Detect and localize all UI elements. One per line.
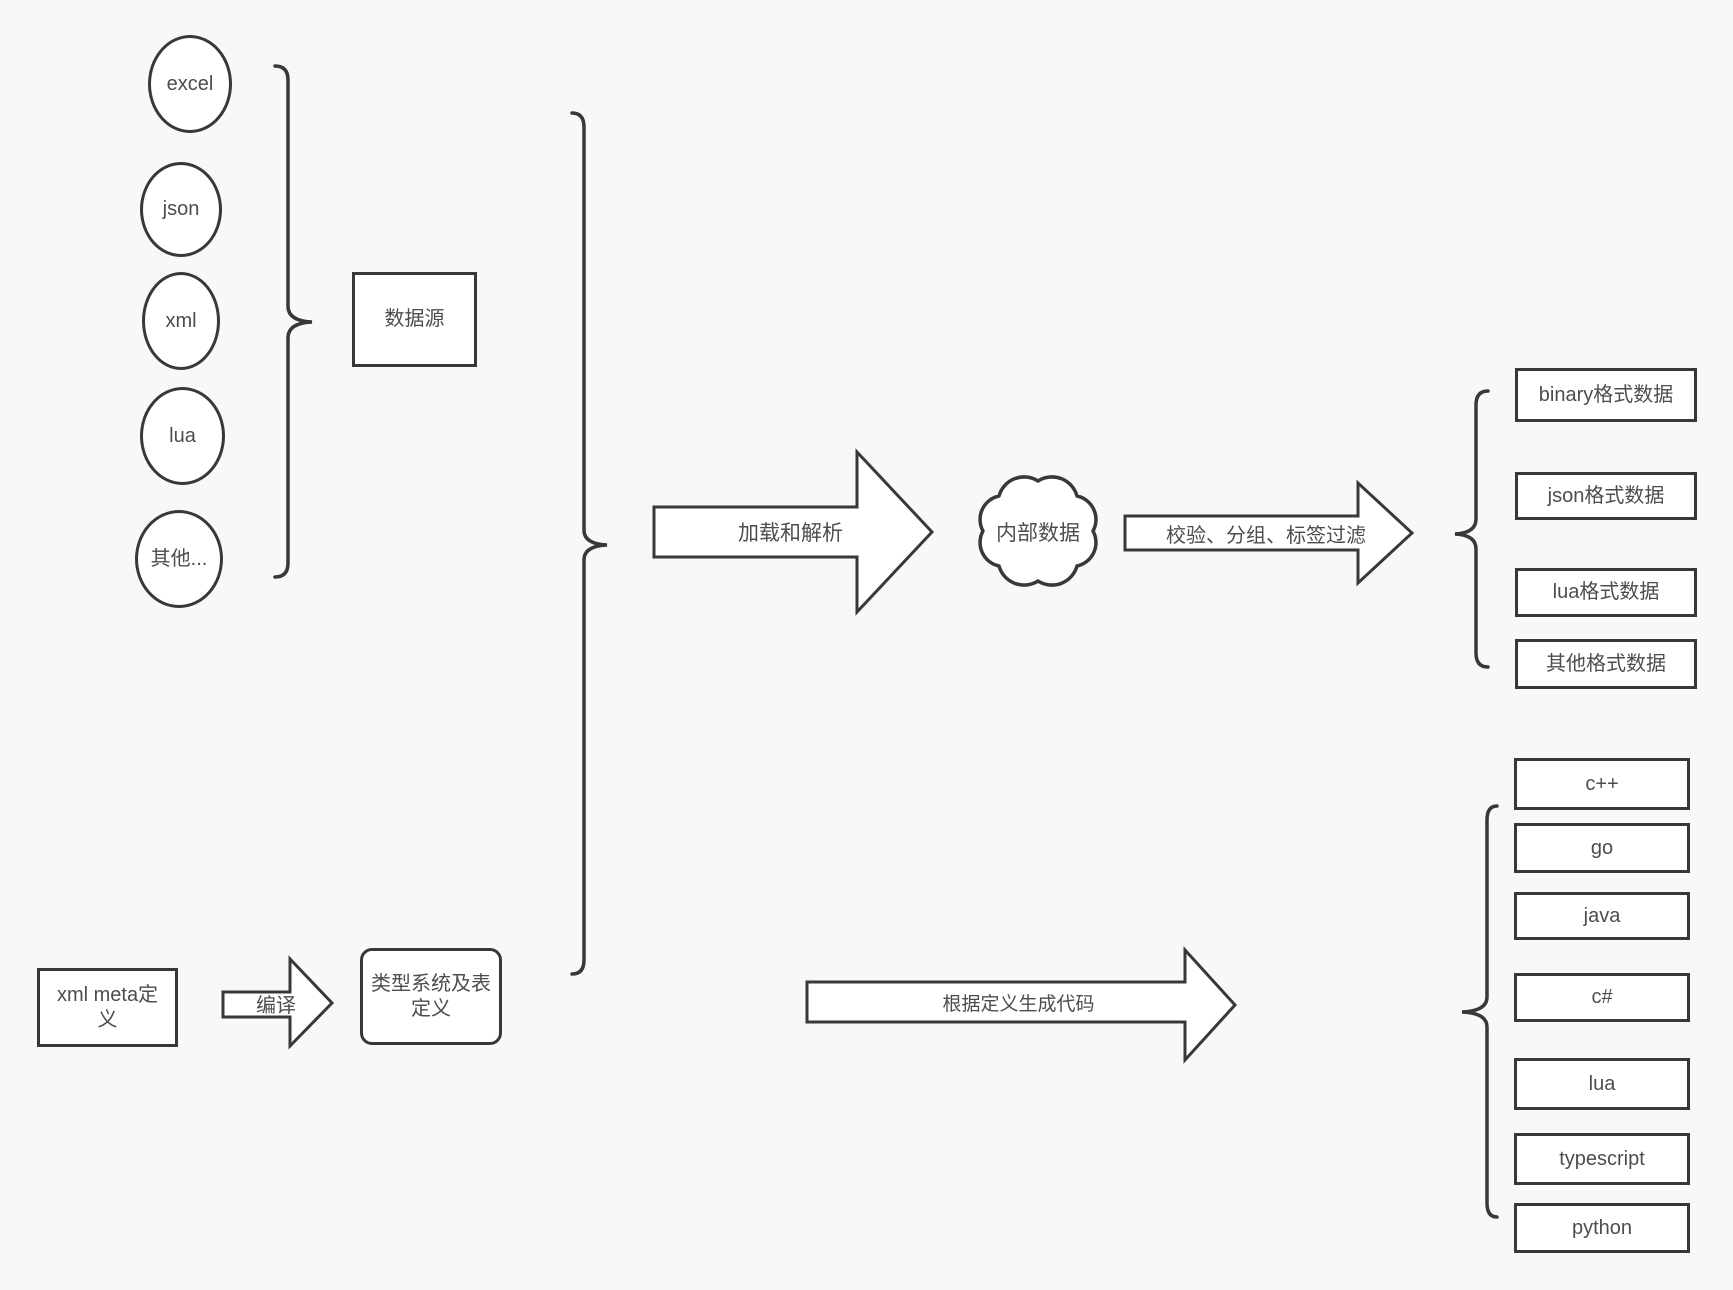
language-outputs-brace — [1461, 804, 1499, 1219]
language-box-label: lua — [1588, 1072, 1616, 1095]
language-box-label: python — [1571, 1216, 1633, 1239]
source-node-excel: excel — [148, 35, 232, 133]
source-node-json: json — [140, 162, 222, 257]
source-node-lua: lua — [140, 387, 225, 485]
load-parse-arrow-label: 加载和解析 — [738, 522, 843, 545]
language-box-cpp: c++ — [1514, 758, 1690, 810]
internal-data-cloud — [978, 475, 1098, 587]
inputs-group-brace — [570, 111, 608, 976]
format-box-binary: binary格式数据 — [1515, 368, 1697, 422]
type-system-box: 类型系统及表定义 — [360, 948, 502, 1045]
language-box-label: typescript — [1559, 1147, 1645, 1170]
language-box-label: c++ — [1585, 772, 1619, 795]
xml-meta-definition-box: xml meta定义 — [37, 968, 178, 1047]
load-parse-arrow — [652, 448, 935, 616]
filter-arrow-label: 校验、分组、标签过滤 — [1166, 524, 1366, 547]
language-box-label: go — [1590, 836, 1614, 859]
format-box-label: lua格式数据 — [1552, 581, 1660, 603]
format-outputs-brace — [1454, 389, 1490, 669]
sources-group-brace — [273, 64, 313, 579]
generate-code-arrow — [805, 946, 1238, 1064]
generate-code-arrow-label: 根据定义生成代码 — [942, 993, 1095, 1015]
language-box-label: c# — [1591, 986, 1613, 1008]
compile-arrow-label: 编译 — [256, 994, 296, 1017]
language-box-typescript: typescript — [1514, 1133, 1690, 1185]
data-source-box: 数据源 — [352, 272, 477, 367]
xml-meta-definition-label: xml meta定义 — [56, 983, 159, 1031]
type-system-label: 类型系统及表定义 — [371, 972, 491, 1020]
filter-arrow — [1123, 479, 1415, 587]
language-box-lua: lua — [1514, 1058, 1690, 1110]
format-box-others: 其他格式数据 — [1515, 639, 1697, 689]
language-box-java: java — [1514, 892, 1690, 940]
source-node-label: lua — [169, 424, 196, 447]
source-node-others: 其他... — [135, 510, 223, 608]
language-box-label: java — [1583, 904, 1621, 927]
source-node-label: json — [162, 198, 200, 220]
source-node-label: xml — [165, 309, 197, 332]
compile-arrow — [221, 955, 335, 1050]
language-box-csharp: c# — [1514, 973, 1690, 1022]
format-box-lua: lua格式数据 — [1515, 568, 1697, 617]
format-box-label: 其他格式数据 — [1546, 652, 1666, 675]
source-node-xml: xml — [142, 272, 220, 370]
language-box-python: python — [1514, 1203, 1690, 1253]
data-source-label: 数据源 — [384, 308, 445, 330]
source-node-label: excel — [166, 72, 214, 95]
source-node-label: 其他... — [150, 547, 208, 570]
format-box-label: binary格式数据 — [1538, 383, 1674, 406]
format-box-json: json格式数据 — [1515, 472, 1697, 520]
internal-data-label: 内部数据 — [996, 522, 1080, 545]
language-box-go: go — [1514, 823, 1690, 873]
format-box-label: json格式数据 — [1547, 484, 1665, 507]
